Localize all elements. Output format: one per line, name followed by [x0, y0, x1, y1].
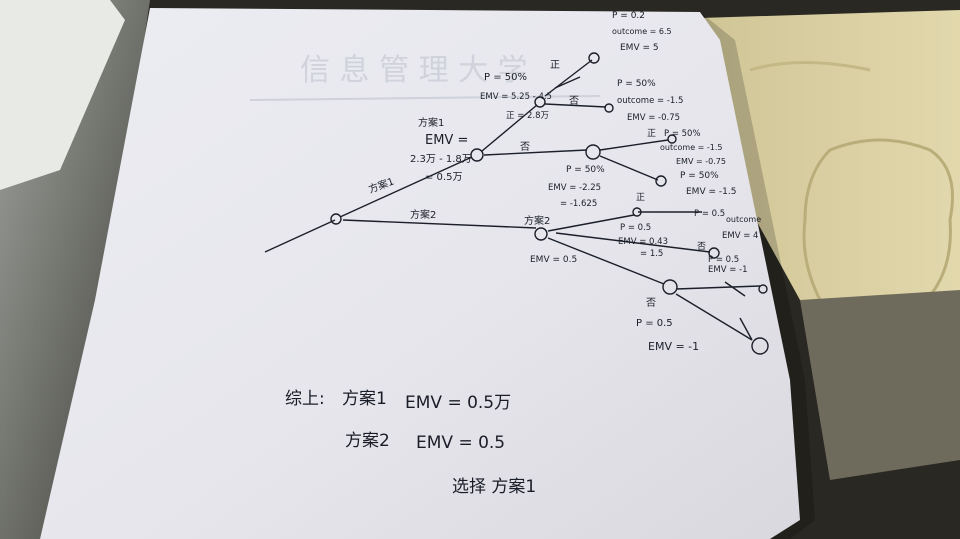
plan1-node-label: 方案1: [418, 116, 444, 129]
plan2-fou: 否: [697, 241, 706, 252]
outcome-b1-zheng: 正: [647, 129, 656, 139]
plan2-fou-low: 否: [646, 297, 656, 309]
conclusion-line2-plan: 方案2: [345, 431, 390, 451]
node-b-p: P = 50%: [566, 165, 605, 175]
leaf-b2: [655, 175, 667, 187]
plan1-emv-value: 2.3万 - 1.8万: [410, 154, 472, 165]
node-b-emv: EMV = -2.25: [548, 183, 601, 193]
decision-tree-lines: [264, 59, 761, 341]
paper-shadow: [700, 12, 815, 539]
plan2-lower-node: [662, 279, 678, 295]
desk-mat: [700, 10, 960, 340]
outcome-b2-emv: EMV = -1.5: [686, 187, 736, 197]
letterhead-showthrough: 信 息 管 理 大 学: [300, 53, 528, 88]
plan2-outcome-right: outcome: [726, 215, 761, 224]
conclusion-line2-emv: EMV = 0.5: [416, 433, 505, 453]
left-paper-stack: [0, 0, 125, 190]
plan2-chance-node: [534, 227, 548, 241]
plan2-zheng: 正: [636, 193, 645, 203]
root-decision-node: [330, 213, 342, 225]
plan2-emv-low: EMV = -1: [708, 265, 748, 275]
node-a-fou: 否: [569, 95, 579, 107]
node-a-zheng: 正: [550, 60, 560, 71]
node-b: [585, 144, 601, 160]
outcome-top-outcome: outcome = 6.5: [612, 27, 672, 36]
leaf-plan2-lower: [758, 284, 768, 294]
plan2-emv-upper2: = 1.5: [640, 249, 663, 259]
plan1-chance-node: [470, 148, 484, 162]
plan2-p-right: P = 0.5: [694, 209, 725, 219]
node-b-fou: 否: [520, 141, 530, 153]
leaf-plan2-right: [708, 247, 720, 259]
node-a-zheng2: 正 = 2.8万: [506, 111, 549, 121]
node-a-emv: EMV = 5.25 - 4.5: [480, 92, 552, 102]
plan2-p-low: P = 0.5: [708, 255, 739, 265]
outcome-b1-outcome: outcome = -1.5: [660, 143, 723, 152]
outcome-top-emv: EMV = 5: [620, 43, 659, 53]
plan2-emv: EMV = 0.5: [530, 255, 577, 265]
outcome-top-p: P = 0.2: [612, 11, 645, 21]
conclusion-line1-plan: 方案1: [342, 389, 387, 409]
paper-sheet: [40, 8, 800, 539]
branch-2-label: 方案2: [410, 208, 436, 221]
tree-nodes: [330, 52, 769, 355]
plan2-emv-right: EMV = 4: [722, 231, 758, 241]
leaf-b1: [667, 134, 677, 144]
plan2-p: P = 0.5: [620, 223, 651, 233]
node-b-emv2: = -1.625: [560, 199, 597, 209]
leaf-mid: [604, 103, 614, 113]
mat-doodle: [749, 61, 871, 72]
node-a-p: P = 50%: [484, 72, 527, 83]
plan2-node-label: 方案2: [524, 214, 550, 227]
outcome-b1-p: P = 50%: [664, 129, 701, 139]
outcome-mid-p: P = 50%: [617, 79, 656, 89]
plan1-emv-label: EMV =: [425, 133, 468, 148]
conclusion-prefix: 综上:: [285, 389, 325, 409]
leaf-top: [588, 52, 600, 64]
plan1-emv-result: = 0.5万: [425, 172, 462, 183]
leaf-plan2-bottom: [751, 337, 769, 355]
desk-right-lower: [800, 290, 960, 480]
leaf-plan2-upper: [632, 207, 642, 217]
outcome-b1-emv: EMV = -0.75: [676, 157, 726, 166]
plan2-p-bottom: P = 0.5: [636, 318, 673, 329]
conclusion-line3: 选择 方案1: [452, 477, 536, 497]
outcome-b2-p: P = 50%: [680, 171, 719, 181]
conclusion-line1-emv: EMV = 0.5万: [405, 393, 511, 413]
plan2-emv-upper: EMV = 0.43: [618, 237, 668, 247]
outcome-mid-emv: EMV = -0.75: [627, 113, 680, 123]
outcome-mid-outcome: outcome = -1.5: [617, 96, 683, 106]
plan2-emv-bottom: EMV = -1: [648, 340, 699, 353]
node-a: [534, 96, 546, 108]
